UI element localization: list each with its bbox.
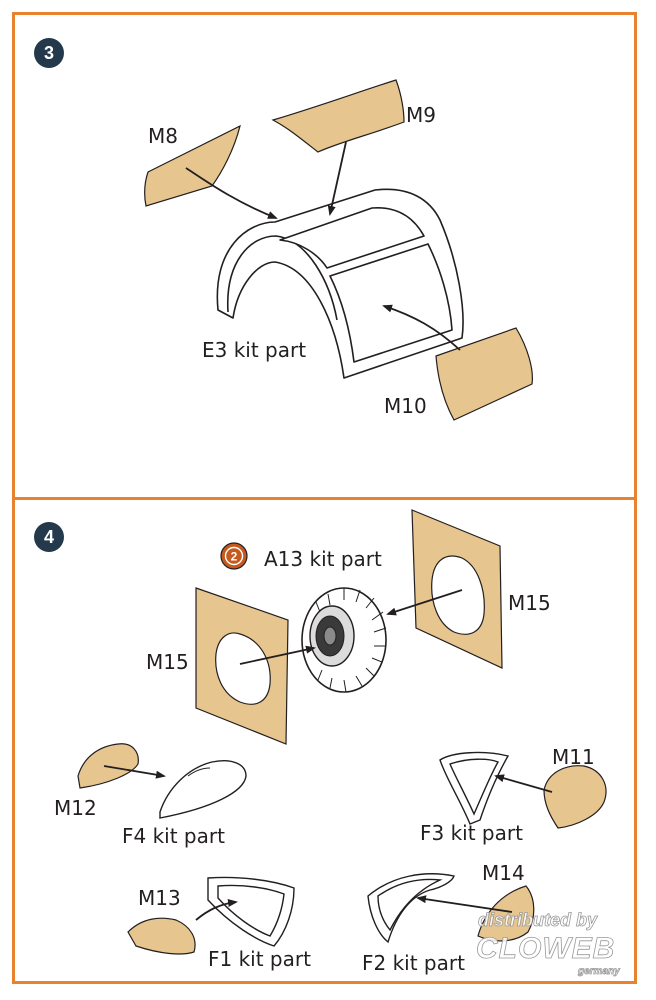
m14-mask [477,885,535,942]
m15-right-mask [411,509,503,669]
step-4-panel [12,497,637,984]
resin-part-badge-icon: 2 [220,542,248,570]
f4-kit-part [159,760,247,819]
arrow-m14 [416,895,513,913]
label-f4-kit-part: F4 kit part [122,824,225,848]
arrow-m15-right [386,589,463,616]
label-m9: M9 [406,103,436,127]
label-a13-kit-part: A13 kit part [264,547,382,571]
label-m11: M11 [552,745,595,769]
m15-left-mask [195,587,289,745]
step-3-badge: 3 [34,38,64,68]
arrow-m12 [103,765,166,779]
label-m8: M8 [148,124,178,148]
label-f1-kit-part: F1 kit part [208,947,311,971]
arrow-m11 [494,774,553,793]
f3-kit-part [439,751,510,825]
label-m15-right: M15 [508,591,551,615]
distributor-watermark: distributed by CLOWEB germany [476,910,621,978]
f2-kit-part [367,873,455,944]
m11-mask [543,765,607,829]
step-4-badge: 4 [34,522,64,552]
f4-detail-line [187,767,211,777]
arrow-m15-left [239,645,316,665]
m13-mask [127,917,196,955]
label-f2-kit-part: F2 kit part [362,951,465,975]
label-m15-left: M15 [146,650,189,674]
label-m12: M12 [54,796,97,820]
arrow-m9 [327,141,347,216]
m10-mask [435,327,533,421]
watermark-line-3: germany [577,966,620,977]
label-f3-kit-part: F3 kit part [420,821,523,845]
m9-mask [271,79,405,153]
arrow-m13 [195,899,238,921]
a13-wheel-part [301,587,387,693]
badge-number: 2 [231,550,238,564]
watermark-line-2: CLOWEB [476,932,615,965]
watermark-line-1: distributed by [478,910,598,930]
e3-canopy-part [216,188,464,379]
label-m13: M13 [138,886,181,910]
arrow-m10 [382,304,461,351]
label-e3-kit-part: E3 kit part [202,338,306,362]
f1-kit-part [207,876,295,947]
label-m14: M14 [482,861,525,885]
arrow-m8 [185,167,278,219]
label-m10: M10 [384,394,427,418]
